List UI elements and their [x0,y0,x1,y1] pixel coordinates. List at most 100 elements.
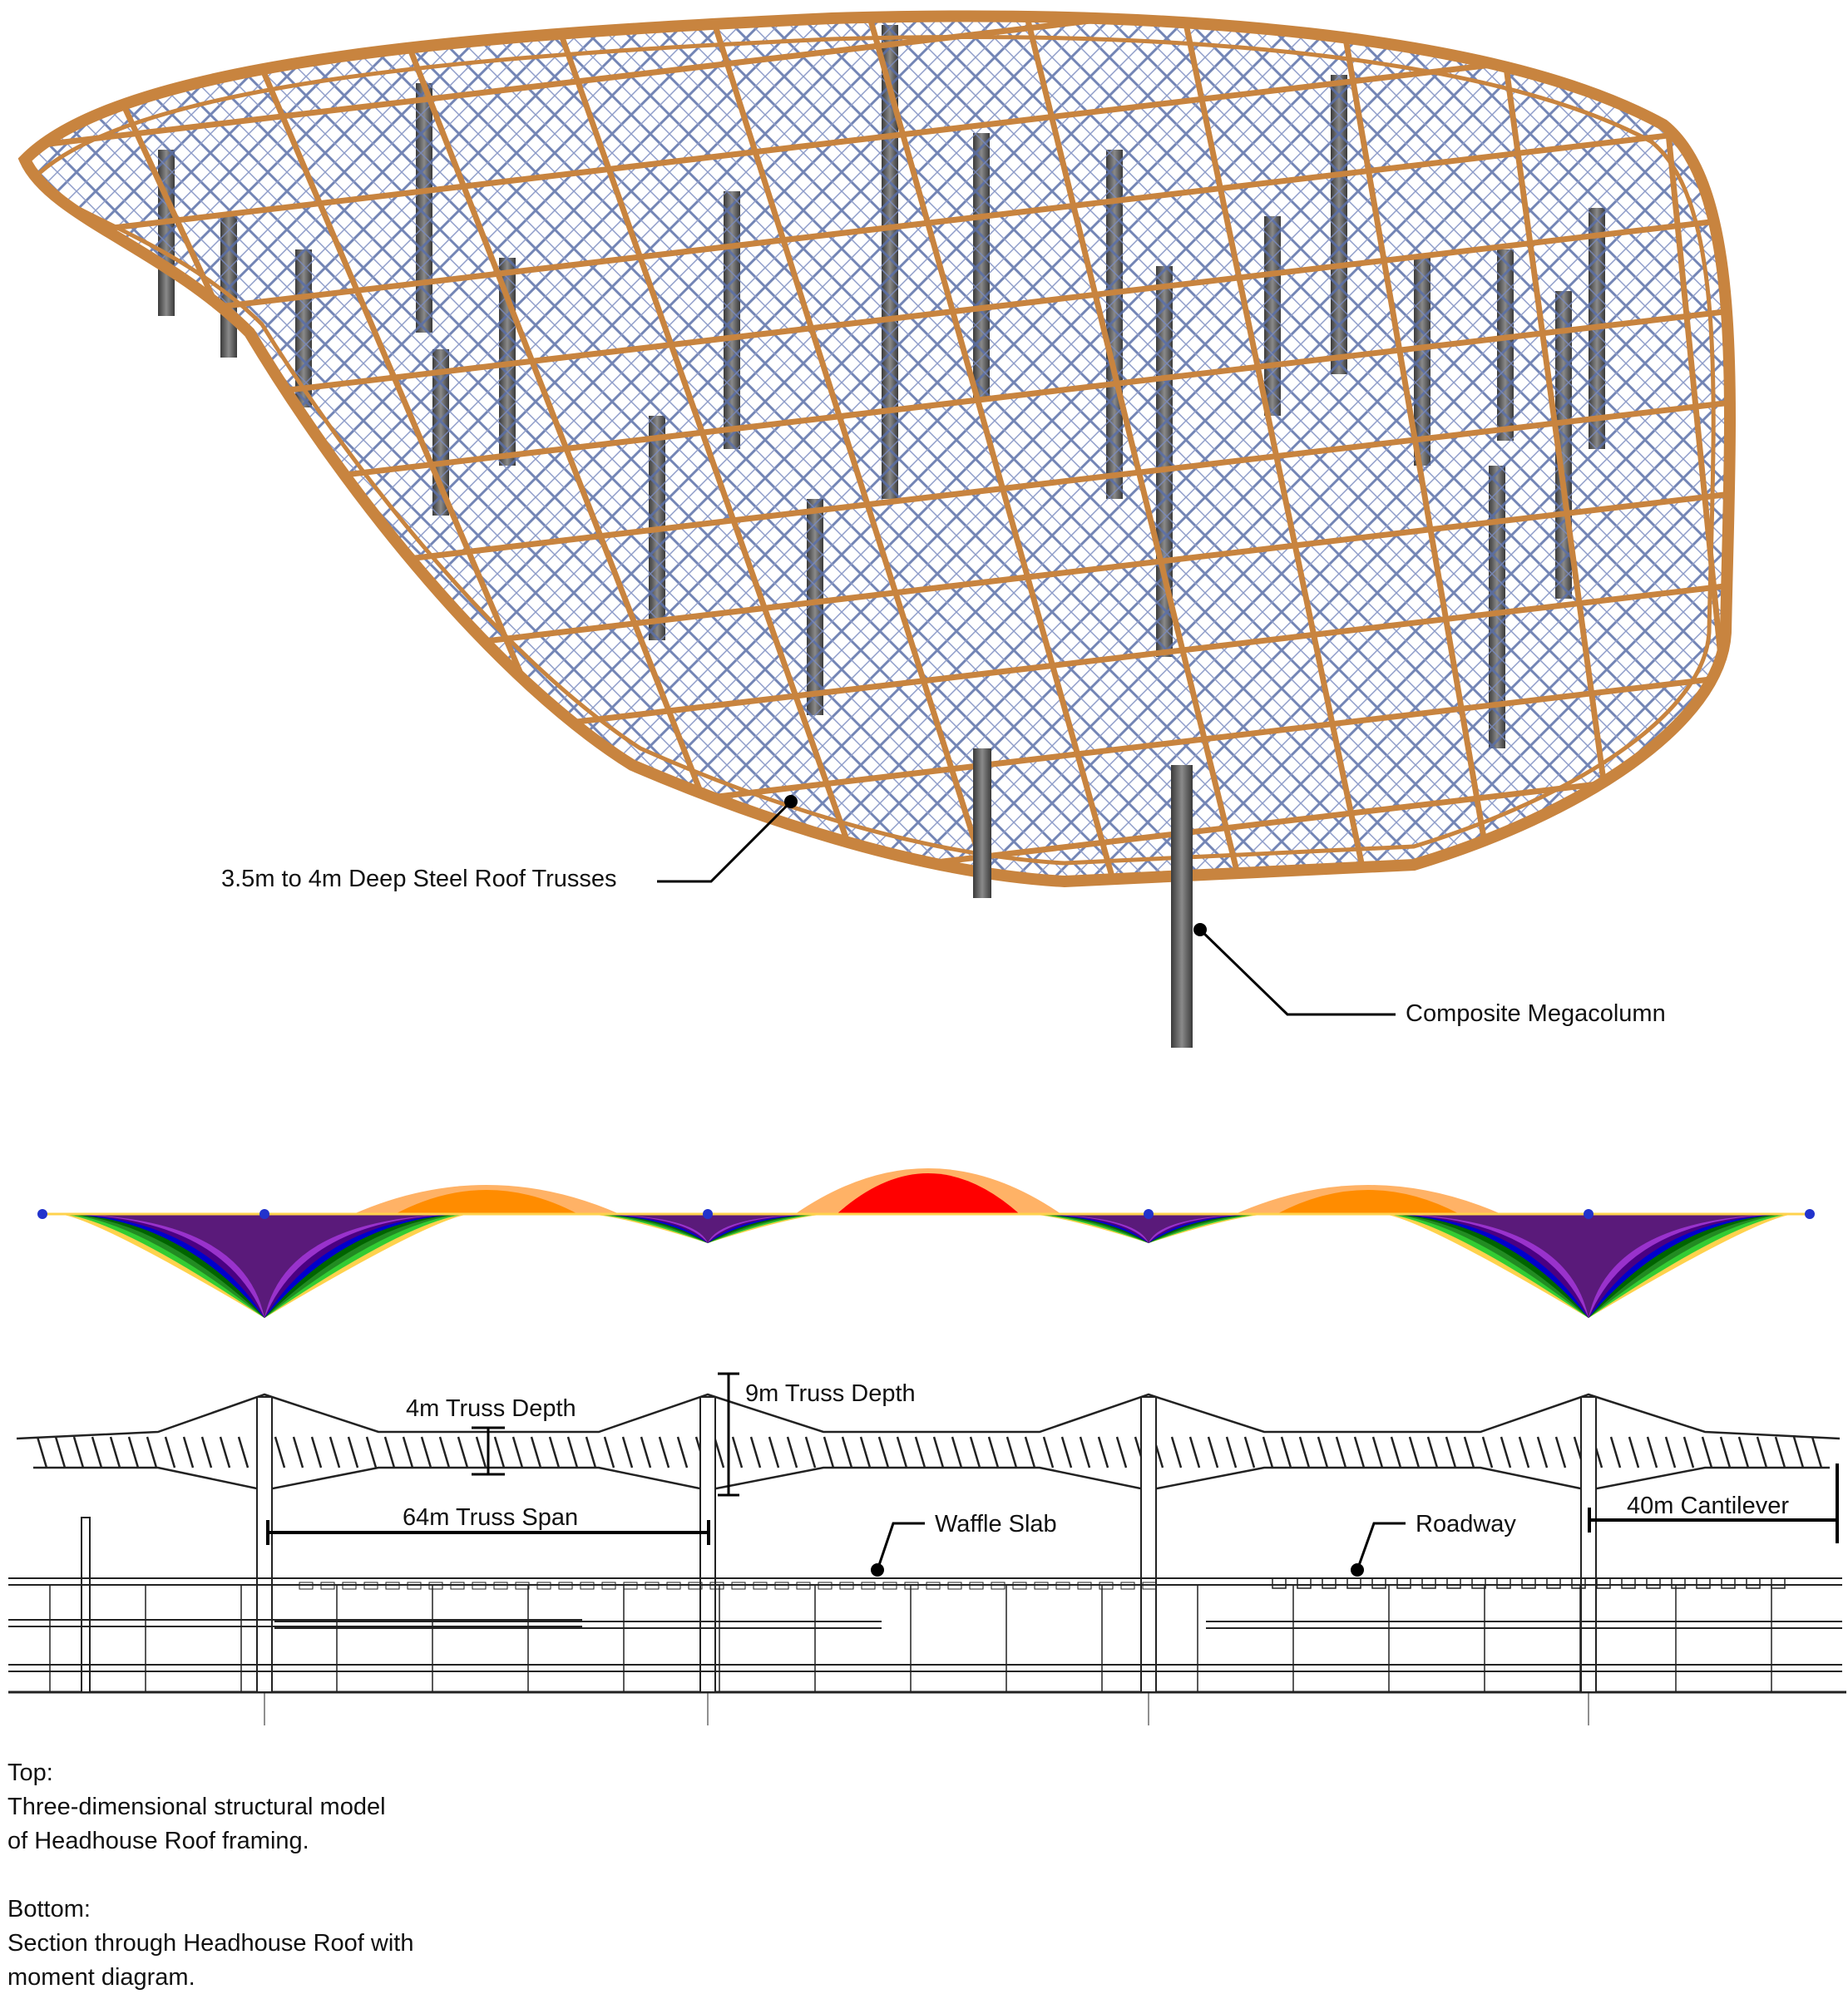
waffle-slab-rib [363,1582,378,1590]
truss-web [36,1436,48,1468]
truss-web [219,1436,231,1468]
waffle-slab-rib [774,1582,789,1590]
truss-web [237,1436,250,1468]
section-columns [81,1396,1597,1725]
figure-caption: Top: Three-dimensional structural model … [7,1756,413,1995]
waffle-slab-rib [709,1582,724,1590]
waffle-slab-rib [1012,1582,1027,1590]
caption-bottom-heading: Bottom: [7,1896,91,1922]
truss-bottom-chord [33,1466,1830,1492]
moment-support-node [1144,1209,1154,1219]
caption-top-heading: Top: [7,1760,53,1786]
waffle-slab-rib [320,1582,335,1590]
waffle-slab-rib [882,1582,897,1590]
caption-bottom-line1: Section through Headhouse Roof with [7,1930,414,1957]
truss-web [585,1436,597,1468]
waffle-slab-rib [753,1582,768,1590]
truss-line [1652,16,1730,882]
caption-top-line1: Three-dimensional structural model [7,1794,386,1820]
cantilever-dimension: 40m Cantilever [1588,1463,1839,1543]
truss-web [1664,1436,1677,1468]
waffle-slab-rib [385,1582,400,1590]
waffle-slab-rib [861,1582,876,1590]
truss-web [1737,1436,1750,1468]
roadway-beam [1621,1577,1636,1589]
truss-web [383,1436,396,1468]
truss-web [310,1436,323,1468]
truss-web [1756,1436,1768,1468]
roadway-beam [1521,1577,1536,1589]
truss-web [768,1436,780,1468]
truss-web [1701,1436,1713,1468]
megacolumn-left [973,748,991,898]
roadway-beam [1746,1577,1761,1589]
section-column [81,1517,91,1693]
waffle-slab-rib [947,1582,962,1590]
megacolumn-callout: Composite Megacolumn [1193,923,1666,1027]
truss-web [274,1436,286,1468]
truss-web [457,1436,469,1468]
truss-web [420,1436,432,1468]
waffle-slab-rib [515,1582,530,1590]
roadway-beam [1671,1577,1686,1589]
megacolumn-front [1171,765,1193,1048]
truss-web [1207,1436,1219,1468]
truss-web [54,1436,67,1468]
truss-web [200,1436,213,1468]
truss-web [1280,1436,1292,1468]
truss-web [1500,1436,1512,1468]
truss-web [1646,1436,1658,1468]
leader-line [1198,928,1396,1016]
truss-web [1079,1436,1091,1468]
truss-web [402,1436,414,1468]
moment-lobe-positive-core [395,1190,578,1214]
roof-truss-section [16,1393,1841,1492]
truss-web [1426,1436,1439,1468]
truss-web [146,1436,158,1468]
waffle-slab-rib [1034,1582,1049,1590]
truss-web [1811,1436,1823,1468]
waffle-slab-rib [1099,1582,1114,1590]
roof-truss-field [25,16,1730,882]
roof-perimeter-truss [17,10,1736,888]
truss-line [546,16,877,882]
truss-web [548,1436,561,1468]
moment-support-node [703,1209,713,1219]
moment-lobe-positive-core [837,1173,1020,1214]
truss-web [493,1436,506,1468]
section-floors [8,1577,1842,1692]
truss-web [1170,1436,1183,1468]
truss-web [365,1436,378,1468]
truss-web [1719,1436,1732,1468]
roof-section [8,1393,1846,1725]
truss-web [72,1436,85,1468]
waffle-slab-callout: Waffle Slab [871,1511,1057,1577]
waffle-slab-rib [342,1582,357,1590]
truss-web [1097,1436,1109,1468]
truss-web [292,1436,304,1468]
waffle-slab-rib [493,1582,508,1590]
truss-web [987,1436,1000,1468]
waffle-slab-rib [991,1582,1006,1590]
waffle-slab-rib [796,1582,811,1590]
waffle-slab-rib [1142,1582,1157,1590]
truss-web [621,1436,634,1468]
waffle-slab-rib [1055,1582,1070,1590]
waffle-slab-rib [623,1582,638,1590]
truss-depth-9m-label: 9m Truss Depth [745,1380,916,1407]
roof-trusses-label: 3.5m to 4m Deep Steel Roof Trusses [221,866,617,892]
truss-web [841,1436,853,1468]
moment-diagram [37,1168,1815,1318]
waffle-slab-label: Waffle Slab [935,1511,1057,1538]
waffle-slab-rib [688,1582,703,1590]
truss-web [1188,1436,1201,1468]
truss-span-label: 64m Truss Span [403,1504,578,1531]
truss-web [1262,1436,1274,1468]
truss-web [932,1436,945,1468]
roadway-beam [1297,1577,1312,1589]
truss-web [438,1436,451,1468]
truss-web [1335,1436,1347,1468]
truss-web [1518,1436,1530,1468]
truss-web [127,1436,140,1468]
